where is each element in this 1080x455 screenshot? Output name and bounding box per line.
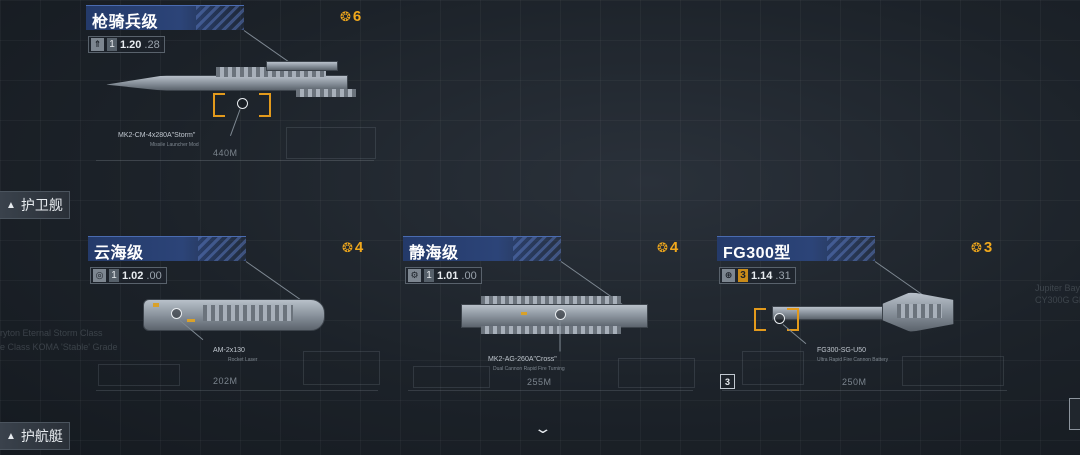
- ship-count: 3: [983, 239, 993, 256]
- ship-count-badge: ❂ 6: [340, 8, 361, 25]
- version-main: 1.20: [120, 38, 142, 51]
- triangle-up-icon: ▲: [6, 199, 16, 211]
- ship-count: 4: [354, 239, 364, 256]
- radar-icon: ◎: [93, 269, 106, 282]
- bracket: [787, 308, 799, 320]
- title-bar: [717, 236, 875, 261]
- blueprint-outline: [286, 127, 376, 159]
- crest-icon: ❂: [340, 8, 351, 24]
- ship-name: 静海级: [409, 245, 459, 262]
- weapon-label: MK2-CM-4x280A"Storm": [118, 132, 196, 139]
- bracket: [213, 105, 225, 117]
- blueprint-outline: [303, 351, 380, 385]
- weapon-label: AM-2x130: [213, 347, 245, 354]
- tab-corvette-label: 护航艇: [20, 428, 63, 444]
- bracket: [259, 105, 271, 117]
- ship-stats: ◎ 1 1.02 .00: [90, 267, 167, 284]
- blueprint-outline: [618, 358, 695, 388]
- ship-name: 云海级: [94, 245, 144, 262]
- ship-count-badge: ❂ 4: [342, 239, 363, 256]
- globe-icon: ⊕: [722, 269, 735, 282]
- ship-model: [772, 286, 962, 336]
- background-watermark: CY300G Glo: [1035, 295, 1080, 305]
- tab-escort-label: 护卫舰: [20, 197, 63, 213]
- blueprint-outline: [98, 364, 180, 386]
- weapon-target-icon[interactable]: [171, 308, 182, 319]
- scale-line: [722, 390, 1007, 391]
- title-bar: [86, 5, 244, 30]
- scale-line: [96, 160, 374, 161]
- tier-badge: 1: [109, 269, 119, 282]
- bracket: [213, 93, 225, 105]
- side-panel-edge[interactable]: [1069, 398, 1080, 430]
- ship-count: 6: [352, 8, 362, 25]
- background-watermark: e Class KOMA 'Stable' Grade: [0, 342, 118, 352]
- ship-stats: ⇑ 1 1.20 .28: [88, 36, 165, 53]
- ship-model: [143, 291, 325, 336]
- ship-card[interactable]: 云海级 ❂ 4 ◎ 1 1.02 .00 AM-2x130 Rocket Las…: [88, 236, 380, 396]
- tier-badge: 1: [107, 38, 117, 51]
- ship-stats: ⚙ 1 1.01 .00: [405, 267, 482, 284]
- bracket: [754, 319, 766, 331]
- scale-line: [408, 390, 693, 391]
- ship-scale: 250M: [842, 377, 867, 387]
- bracket: [259, 93, 271, 105]
- weapon-target-icon[interactable]: [774, 313, 785, 324]
- ship-card[interactable]: FG300型 ❂ 3 ⊕ 3 1.14 .31 FG300-SG-U50 Ult…: [717, 236, 1007, 396]
- ship-scale: 440M: [213, 148, 238, 158]
- version-main: 1.02: [122, 269, 144, 282]
- leader-line: [559, 321, 561, 352]
- ship-name: FG300型: [723, 245, 791, 262]
- tier-badge: 3: [738, 269, 748, 282]
- crest-icon: ❂: [342, 239, 353, 255]
- scale-line: [96, 390, 378, 391]
- chevron-down-icon[interactable]: ⌄: [533, 420, 553, 436]
- version-sub: .00: [461, 269, 477, 282]
- version-sub: .31: [775, 269, 791, 282]
- weapon-label: MK2-AG-260A"Cross": [488, 356, 557, 363]
- crest-icon: ❂: [657, 239, 668, 255]
- tab-corvette[interactable]: ▲ 护航艇: [0, 422, 70, 450]
- ship-card[interactable]: 静海级 ❂ 4 ⚙ 1 1.01 .00 MK2-AG-260A"Cross" …: [403, 236, 695, 396]
- ship-scale: 255M: [527, 377, 552, 387]
- bracket: [754, 308, 766, 320]
- ship-name: 枪骑兵级: [92, 14, 159, 31]
- weapon-target-icon[interactable]: [555, 309, 566, 320]
- weapon-label: FG300-SG-U50: [817, 347, 867, 354]
- triangle-up-icon: ▲: [6, 430, 16, 442]
- weapon-sublabel: Dual Cannon Rapid Fire Turning: [493, 366, 565, 372]
- ship-model: [461, 296, 648, 334]
- crest-icon: ❂: [971, 239, 982, 255]
- bracket: [787, 319, 799, 331]
- ship-count-badge: ❂ 3: [971, 239, 992, 256]
- ship-model: [86, 55, 376, 115]
- weapon-sublabel: Rocket Laser: [228, 357, 258, 363]
- title-bar: [88, 236, 246, 261]
- gear-icon: ⚙: [408, 269, 421, 282]
- ship-count-badge: ❂ 4: [657, 239, 678, 256]
- version-sub: .28: [144, 38, 160, 51]
- tier-badge: 1: [424, 269, 434, 282]
- ship-scale: 202M: [213, 376, 238, 386]
- title-bar: [403, 236, 561, 261]
- version-main: 1.01: [437, 269, 459, 282]
- weapon-sublabel: Missile Launcher Mod: [150, 142, 199, 148]
- weapon-sublabel: Ultra Rapid Fire Cannon Battery: [817, 357, 889, 363]
- blueprint-outline: [902, 356, 1004, 386]
- version-sub: .00: [146, 269, 162, 282]
- weapon-target-icon[interactable]: [237, 98, 248, 109]
- rank-badge: 3: [720, 374, 735, 389]
- blueprint-outline: [413, 366, 490, 388]
- background-watermark: Jupiter Bay: [1035, 283, 1080, 293]
- blueprint-outline: [742, 351, 804, 385]
- ship-count: 4: [669, 239, 679, 256]
- version-main: 1.14: [751, 269, 773, 282]
- background-watermark: ryton Eternal Storm Class: [0, 328, 103, 338]
- ship-card[interactable]: 枪骑兵级 ❂ 6 ⇑ 1 1.20 .28 MK2-CM-4x280A"Stor…: [86, 5, 376, 165]
- ship-stats: ⊕ 3 1.14 .31: [719, 267, 796, 284]
- missile-icon: ⇑: [91, 38, 104, 51]
- tab-escort[interactable]: ▲ 护卫舰: [0, 191, 70, 219]
